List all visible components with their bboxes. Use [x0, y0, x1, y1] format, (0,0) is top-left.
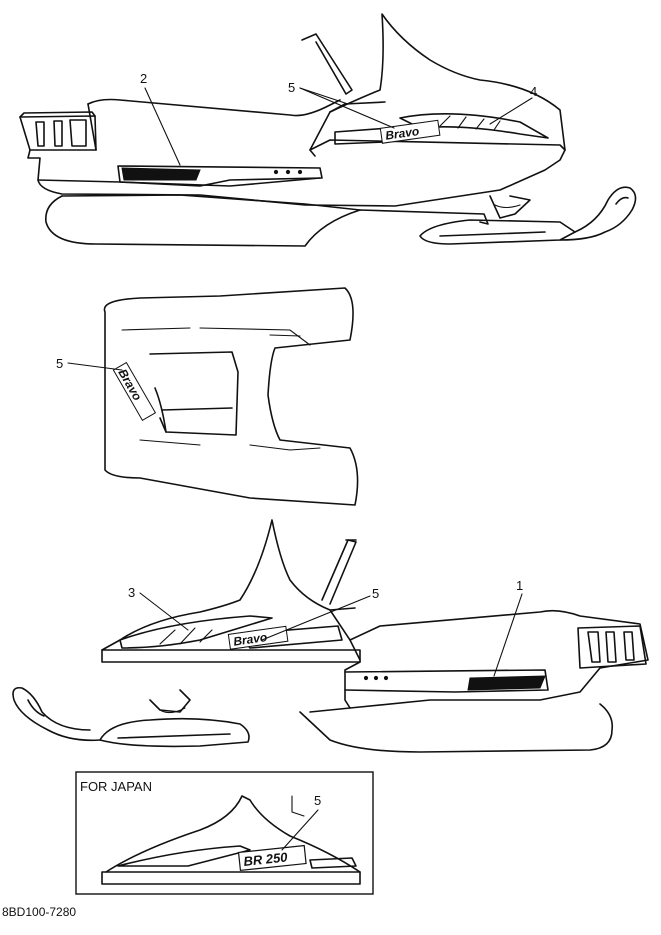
callout-5-cowl: 5	[56, 356, 63, 371]
bravo-logo-bottom: Bravo	[232, 630, 268, 649]
cowl-front-view: Bravo 5	[56, 287, 359, 506]
bravo-logo-top: Bravo	[384, 124, 420, 143]
inset-title: FOR JAPAN	[80, 779, 152, 794]
callout-5-top: 5	[288, 80, 295, 95]
callout-1-bottom: 1	[516, 578, 523, 593]
callout-4-top: 4	[530, 84, 537, 99]
snowmobile-top-view: Bravo	[19, 13, 637, 247]
callout-3-bottom: 3	[128, 585, 135, 600]
callouts-bottom: 3 5 1	[128, 578, 523, 677]
bravo-logo-cowl: Bravo	[115, 367, 144, 403]
japan-inset: FOR JAPAN BR 250 5	[75, 771, 374, 895]
callout-2-top: 2	[140, 71, 147, 86]
callout-5-japan: 5	[314, 793, 321, 808]
callouts-top: 2 5 4	[140, 71, 537, 166]
drawing-code: 8BD100-7280	[2, 905, 77, 919]
br250-logo: BR 250	[243, 849, 289, 869]
snowmobile-bottom-view: Bravo	[12, 519, 649, 753]
callout-5-bottom: 5	[372, 586, 379, 601]
